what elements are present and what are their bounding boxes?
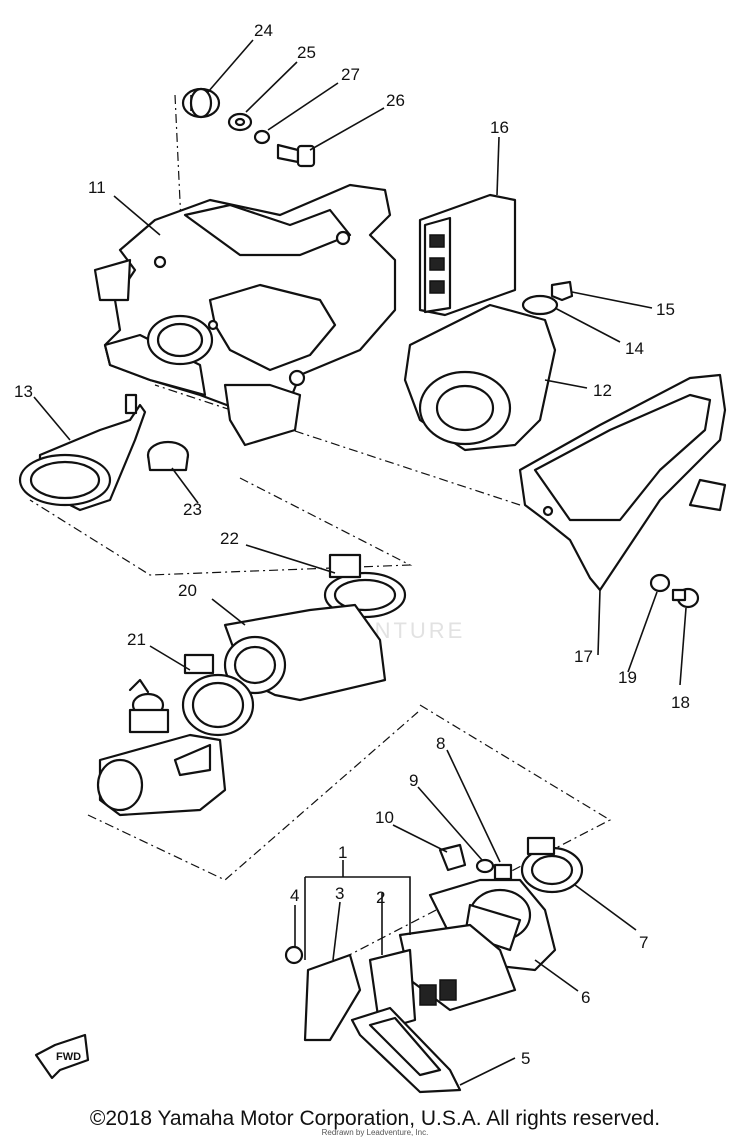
part-25-collar[interactable] <box>227 112 253 132</box>
callout-6: 6 <box>581 988 590 1007</box>
callout-3: 3 <box>335 884 344 903</box>
part-21-clamp[interactable] <box>181 653 255 737</box>
callout-10: 10 <box>375 808 394 827</box>
part-14-washer[interactable] <box>521 294 559 316</box>
part-24-grommet[interactable] <box>181 87 221 119</box>
part-12-air-filter[interactable] <box>403 303 557 452</box>
callout-23: 23 <box>183 500 202 519</box>
carburetor-reference <box>96 678 227 817</box>
callout-24: 24 <box>254 21 273 40</box>
callout-25: 25 <box>297 43 316 62</box>
callout-12: 12 <box>593 381 612 400</box>
callout-20: 20 <box>178 581 197 600</box>
part-3-reed-stopper[interactable] <box>303 953 362 1042</box>
callout-8: 8 <box>436 734 445 753</box>
part-20-carburetor-joint[interactable] <box>223 603 387 702</box>
part-17-side-cover[interactable] <box>518 373 727 592</box>
part-27-washer[interactable] <box>253 129 271 145</box>
copyright-notice: ©2018 Yamaha Motor Corporation, U.S.A. A… <box>89 1107 661 1130</box>
part-4-screw[interactable] <box>284 945 304 965</box>
callout-4: 4 <box>290 886 299 905</box>
callout-1: 1 <box>338 843 347 862</box>
part-23-damper[interactable] <box>146 440 190 472</box>
callout-numbers: 24 25 27 26 16 11 15 14 12 13 23 22 20 2… <box>14 21 690 1068</box>
part-19-washer[interactable] <box>649 573 671 593</box>
part-5-gasket[interactable] <box>350 1006 462 1094</box>
fwd-arrow-icon: FWD <box>34 1033 90 1080</box>
callout-26: 26 <box>386 91 405 110</box>
part-7-clamp[interactable] <box>520 836 584 894</box>
part-13-joint[interactable] <box>18 393 147 512</box>
part-22-clamp[interactable] <box>323 553 407 619</box>
callout-7: 7 <box>639 933 648 952</box>
callout-14: 14 <box>625 339 644 358</box>
callout-18: 18 <box>671 693 690 712</box>
callout-16: 16 <box>490 118 509 137</box>
callout-13: 13 <box>14 382 33 401</box>
part-15-clip[interactable] <box>550 280 574 302</box>
callout-5: 5 <box>521 1049 530 1068</box>
redraw-credit: Redrawn by Leadventure, Inc. <box>321 1128 429 1137</box>
callout-19: 19 <box>618 668 637 687</box>
leader-lines <box>33 39 687 1086</box>
part-18-screw[interactable] <box>671 587 700 609</box>
part-10-bracket[interactable] <box>438 843 467 872</box>
callout-17: 17 <box>574 647 593 666</box>
callout-11: 11 <box>88 178 106 197</box>
callout-15: 15 <box>656 300 675 319</box>
callout-9: 9 <box>409 771 418 790</box>
part-16-filter-element[interactable] <box>418 193 517 317</box>
callout-2: 2 <box>376 888 385 907</box>
part-26-bolt[interactable] <box>276 143 316 168</box>
part-11-air-filter-case[interactable] <box>93 183 397 447</box>
part-9-washer[interactable] <box>475 858 495 874</box>
callout-21: 21 <box>127 630 146 649</box>
callout-27: 27 <box>341 65 360 84</box>
fwd-label: FWD <box>56 1051 81 1063</box>
callout-22: 22 <box>220 529 239 548</box>
